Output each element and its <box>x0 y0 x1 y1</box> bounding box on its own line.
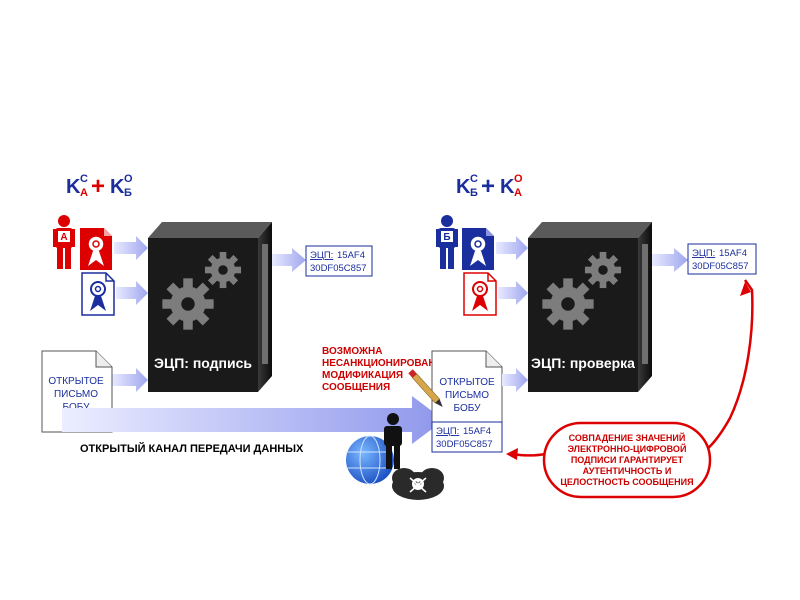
sign-box: ЭЦП: подпись <box>148 222 272 392</box>
person-b-icon: Б <box>436 215 458 269</box>
verify-small-gear-icon <box>584 251 622 289</box>
warning-line-3: МОДИФИКАЦИЯ <box>322 370 403 381</box>
verify-box: ЭЦП: проверка <box>528 222 652 392</box>
left-key-k1-sup: C <box>80 173 88 185</box>
skull-cloud-icon <box>392 468 444 500</box>
callout-line-2: ЭЛЕКТРОННО-ЦИФРОВОЙ <box>568 443 687 454</box>
left-key-formula: K C А + K O Б <box>66 173 133 200</box>
received-sig-link: ЭЦП: <box>436 426 459 437</box>
received-letter-icon: ОТКРЫТОЕ ПИСЬМО БОБУ <box>431 350 503 423</box>
right-sig-value: 15AF4 <box>719 248 747 259</box>
right-output-arrow <box>652 248 688 272</box>
letter-line-1: ОТКРЫТОЕ <box>48 376 104 387</box>
channel-label: ОТКРЫТЫЙ КАНАЛ ПЕРЕДАЧИ ДАННЫХ <box>80 442 304 455</box>
right-sig-hash: 30DF05C857 <box>692 261 749 272</box>
right-key-k2-sub: А <box>514 187 522 199</box>
verify-box-label: ЭЦП: проверка <box>531 355 635 371</box>
received-sig-hash: 30DF05C857 <box>436 439 493 450</box>
right-key-k1: K <box>456 176 471 198</box>
callout-line-1: СОВПАДЕНИЕ ЗНАЧЕНИЙ <box>569 432 686 443</box>
warning-line-2: НЕСАНКЦИОНИРОВАННАЯ <box>322 358 457 369</box>
right-signature-box: ЭЦП: 15AF4 30DF05C857 <box>687 243 757 275</box>
warning-line-4: СООБЩЕНИЯ <box>322 382 390 393</box>
left-signature-box: ЭЦП: 15AF4 30DF05C857 <box>305 245 373 277</box>
sign-box-label: ЭЦП: подпись <box>154 355 252 371</box>
left-output-arrow <box>272 248 306 272</box>
received-letter-line-1: ОТКРЫТОЕ <box>439 377 495 388</box>
letter-line-3: БОБУ <box>63 402 91 413</box>
received-sig-value: 15AF4 <box>463 426 491 437</box>
private-key-certificate-icon <box>80 228 112 270</box>
warning-line-1: ВОЗМОЖНА <box>322 346 382 357</box>
private-key-b-certificate-icon <box>462 228 494 270</box>
right-key-k2-sup: O <box>514 173 523 185</box>
received-signature-box: ЭЦП: 15AF4 30DF05C857 <box>431 421 503 453</box>
verify-large-gear-icon <box>542 278 594 330</box>
left-key-plus: + <box>91 173 105 200</box>
large-gear-icon <box>162 278 214 330</box>
verification-callout: СОВПАДЕНИЕ ЗНАЧЕНИЙ ЭЛЕКТРОННО-ЦИФРОВОЙ … <box>542 421 712 499</box>
warning-text: ВОЗМОЖНА НЕСАНКЦИОНИРОВАННАЯ МОДИФИКАЦИЯ… <box>322 346 457 393</box>
left-key-k1-sub: А <box>80 187 88 199</box>
right-key-formula: K C Б + K O А <box>456 173 523 200</box>
received-letter-line-3: БОБУ <box>454 403 482 414</box>
right-key-k1-sub: Б <box>470 187 478 199</box>
open-channel-arrow <box>62 396 444 444</box>
right-key-k1-sup: C <box>470 173 478 185</box>
right-input-arrows <box>496 236 528 392</box>
person-b-letter: Б <box>443 232 450 243</box>
right-sig-link: ЭЦП: <box>692 248 715 259</box>
left-input-arrows <box>112 236 148 392</box>
public-key-certificate-icon <box>81 272 115 316</box>
public-key-a-certificate-icon <box>463 272 497 316</box>
attacker-icon <box>384 413 402 469</box>
left-key-k2: K <box>110 176 125 198</box>
left-sig-value: 15AF4 <box>337 250 365 261</box>
received-letter-line-2: ПИСЬМО <box>445 390 489 401</box>
left-key-k1: K <box>66 176 81 198</box>
left-key-k2-sub: Б <box>124 187 132 199</box>
person-a-icon: А <box>53 215 75 269</box>
letter-line-2: ПИСЬМО <box>54 389 98 400</box>
small-gear-icon <box>204 251 242 289</box>
left-key-k2-sup: O <box>124 173 133 185</box>
pencil-icon <box>408 369 443 407</box>
callout-line-5: ЦЕЛОСТНОСТЬ СООБЩЕНИЯ <box>560 477 693 487</box>
person-a-letter: А <box>60 232 67 243</box>
left-sig-hash: 30DF05C857 <box>310 263 367 274</box>
callout-line-4: АУТЕНТИЧНОСТЬ И <box>583 466 672 476</box>
right-key-k2: K <box>500 176 515 198</box>
right-key-plus: + <box>481 173 495 200</box>
callout-line-3: ПОДПИСИ ГАРАНТИРУЕТ <box>571 455 684 465</box>
red-arrow-to-output <box>705 279 754 451</box>
left-sig-link: ЭЦП: <box>310 250 333 261</box>
